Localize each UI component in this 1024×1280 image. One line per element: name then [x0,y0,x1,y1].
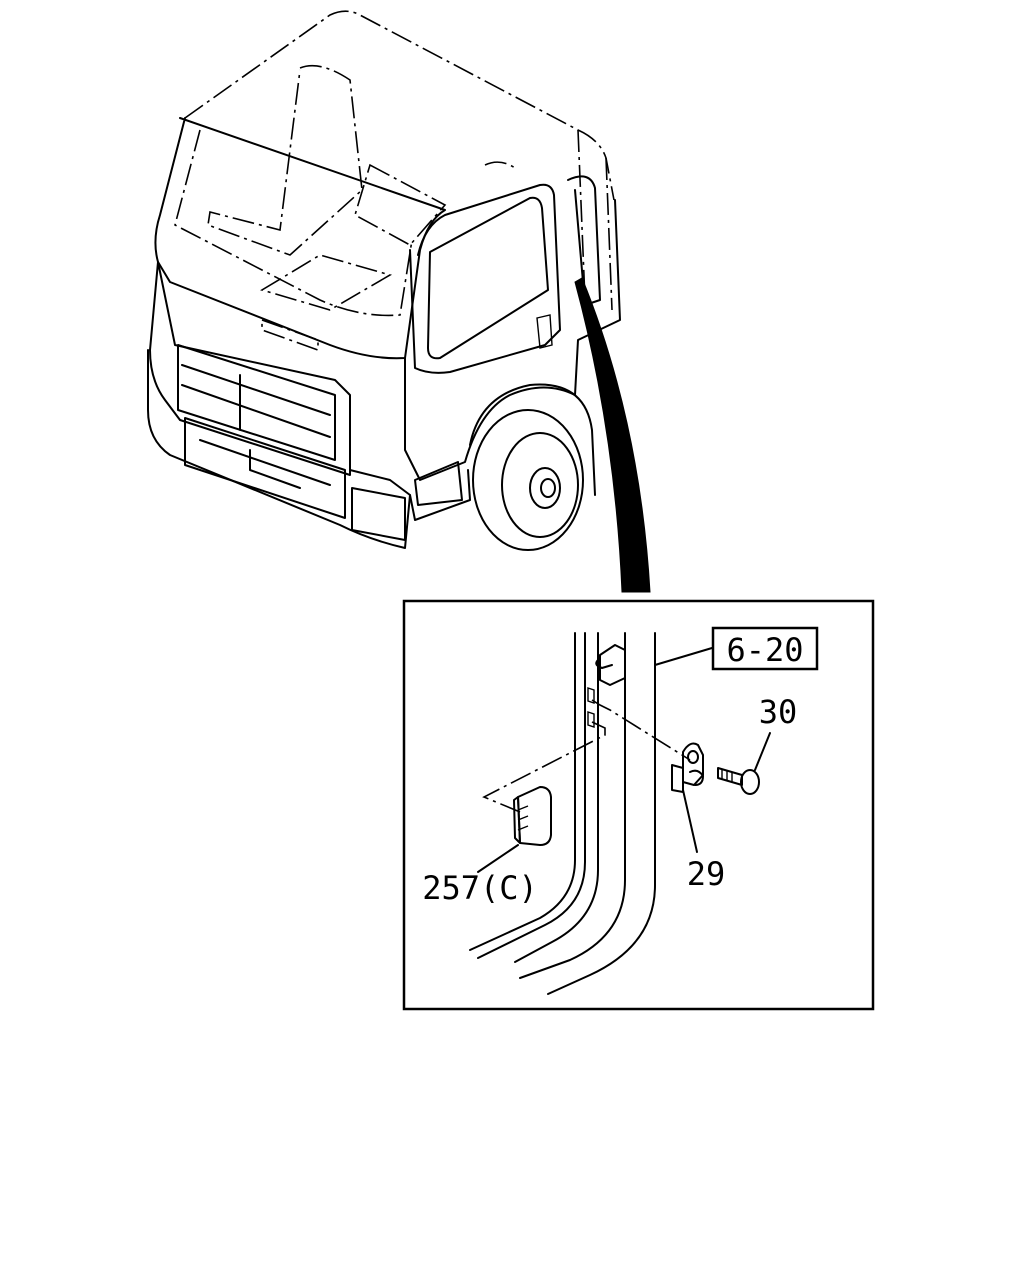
headlamp [351,487,406,541]
lower-grille [184,417,346,519]
pillar-outer-line [469,632,576,951]
pillar-line-2 [477,632,586,959]
pillar-line-3 [514,632,599,963]
leader-29 [682,789,698,853]
door-window [427,196,549,360]
grille [177,344,336,461]
dash-panel [260,254,393,352]
callout-29: 29 [687,855,726,893]
cab-rear-edge [577,129,613,311]
door-outline [409,183,561,374]
leader-6-20 [654,647,713,666]
pillar-line-4 [519,632,626,979]
side-lamp [414,461,463,506]
callout-257: 257(C) [422,869,538,907]
detail-frame [402,599,875,1011]
mount-slot-lower [587,711,595,728]
reference-label: 6-20 [726,631,803,669]
door-handle [536,314,553,349]
front-wheel [469,383,596,551]
callout-30: 30 [759,693,798,731]
cab-front-face [149,261,351,476]
pillar-line-5 [547,632,656,995]
leader-257 [477,844,519,873]
cab-roof-outline [184,10,615,201]
truck-cab-illustration [147,10,621,551]
assembly-line-29 [591,699,691,761]
passenger-seat [354,161,516,247]
cab-side-panel [404,199,621,481]
leader-30 [754,732,771,771]
rear-window [567,175,601,306]
striker-hook [595,659,613,669]
cap-part-257 [513,786,552,846]
windshield-inner [174,129,413,317]
screw-part-30 [717,767,760,795]
detail-pointer [574,277,651,593]
lower-body-step [409,469,471,521]
cab-windshield [154,117,446,360]
driver-seat [207,64,363,256]
bumper [147,349,411,549]
mount-slot-upper [587,687,595,704]
assembly-line-257 [482,721,606,813]
door-pillar-detail [469,632,656,995]
reference-box [711,626,819,671]
door-striker [599,644,626,686]
